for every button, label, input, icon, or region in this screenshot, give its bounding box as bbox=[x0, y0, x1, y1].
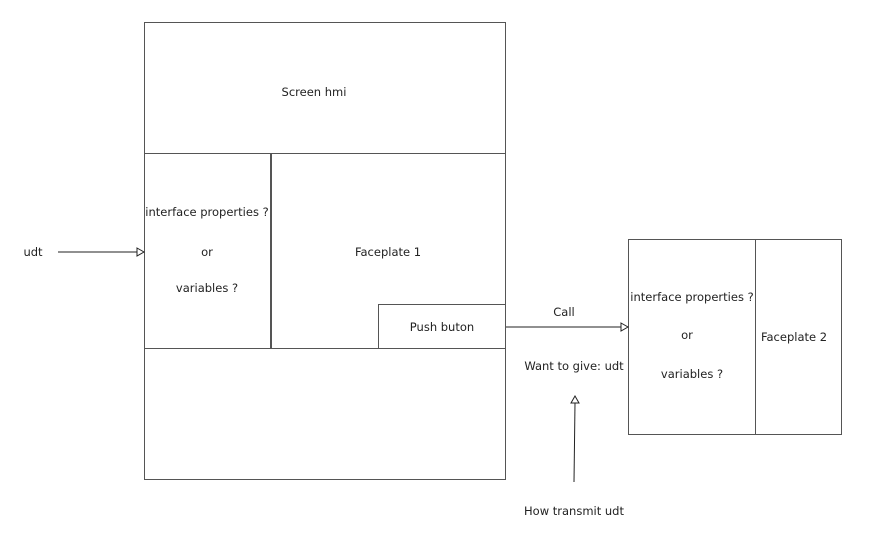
left-interface-line1: interface properties ? bbox=[145, 205, 269, 219]
left-interface-line2: or bbox=[201, 245, 213, 259]
how-transmit-arrow bbox=[570, 394, 580, 483]
how-transmit-label: How transmit udt bbox=[524, 504, 624, 518]
right-interface-box bbox=[628, 239, 756, 435]
left-interface-box bbox=[144, 153, 271, 349]
right-interface-line3: variables ? bbox=[660, 367, 724, 381]
right-interface-line1: interface properties ? bbox=[630, 290, 754, 304]
udt-input-label: udt bbox=[23, 245, 43, 259]
push-button-label: Push buton bbox=[409, 320, 475, 334]
udt-input-arrow bbox=[58, 247, 146, 257]
call-arrow bbox=[506, 322, 630, 332]
screen-hmi-title: Screen hmi bbox=[281, 85, 347, 99]
faceplate2-box bbox=[755, 239, 842, 435]
right-interface-line2: or bbox=[681, 328, 693, 342]
left-interface-line3: variables ? bbox=[175, 281, 239, 295]
call-label: Call bbox=[553, 305, 575, 319]
push-button[interactable] bbox=[378, 304, 506, 349]
faceplate2-title: Faceplate 2 bbox=[760, 330, 828, 344]
faceplate1-title: Faceplate 1 bbox=[354, 245, 422, 259]
want-to-give-label: Want to give: udt bbox=[524, 359, 624, 373]
